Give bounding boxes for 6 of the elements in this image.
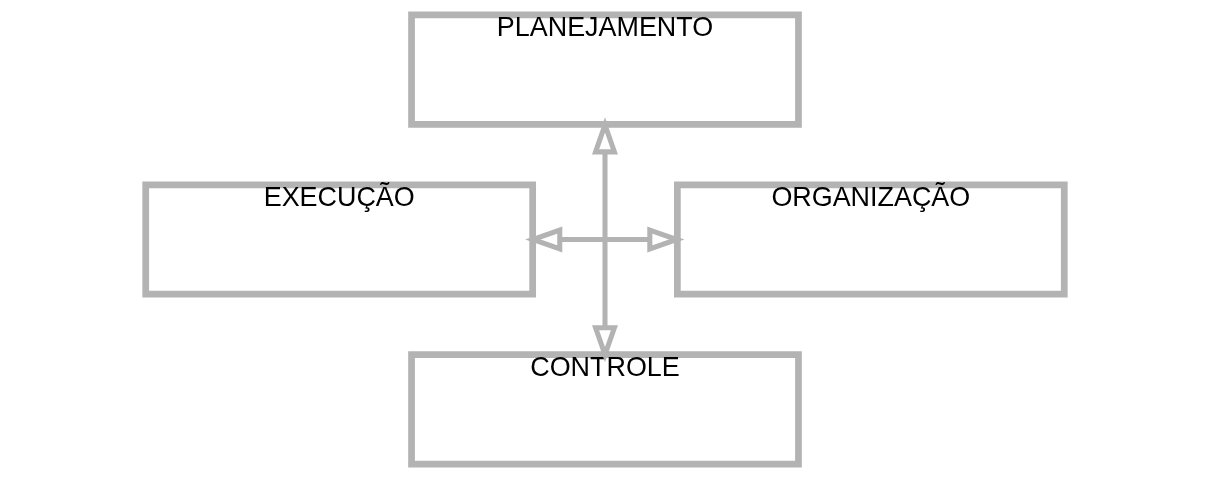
arrow bbox=[524, 226, 684, 253]
node-box: CONTROLE bbox=[407, 351, 802, 468]
node-box: ORGANIZAÇÃO bbox=[673, 181, 1068, 298]
node-box: PLANEJAMENTO bbox=[407, 11, 802, 128]
node-box: EXECUÇÃO bbox=[141, 181, 536, 298]
arrow bbox=[591, 117, 618, 363]
